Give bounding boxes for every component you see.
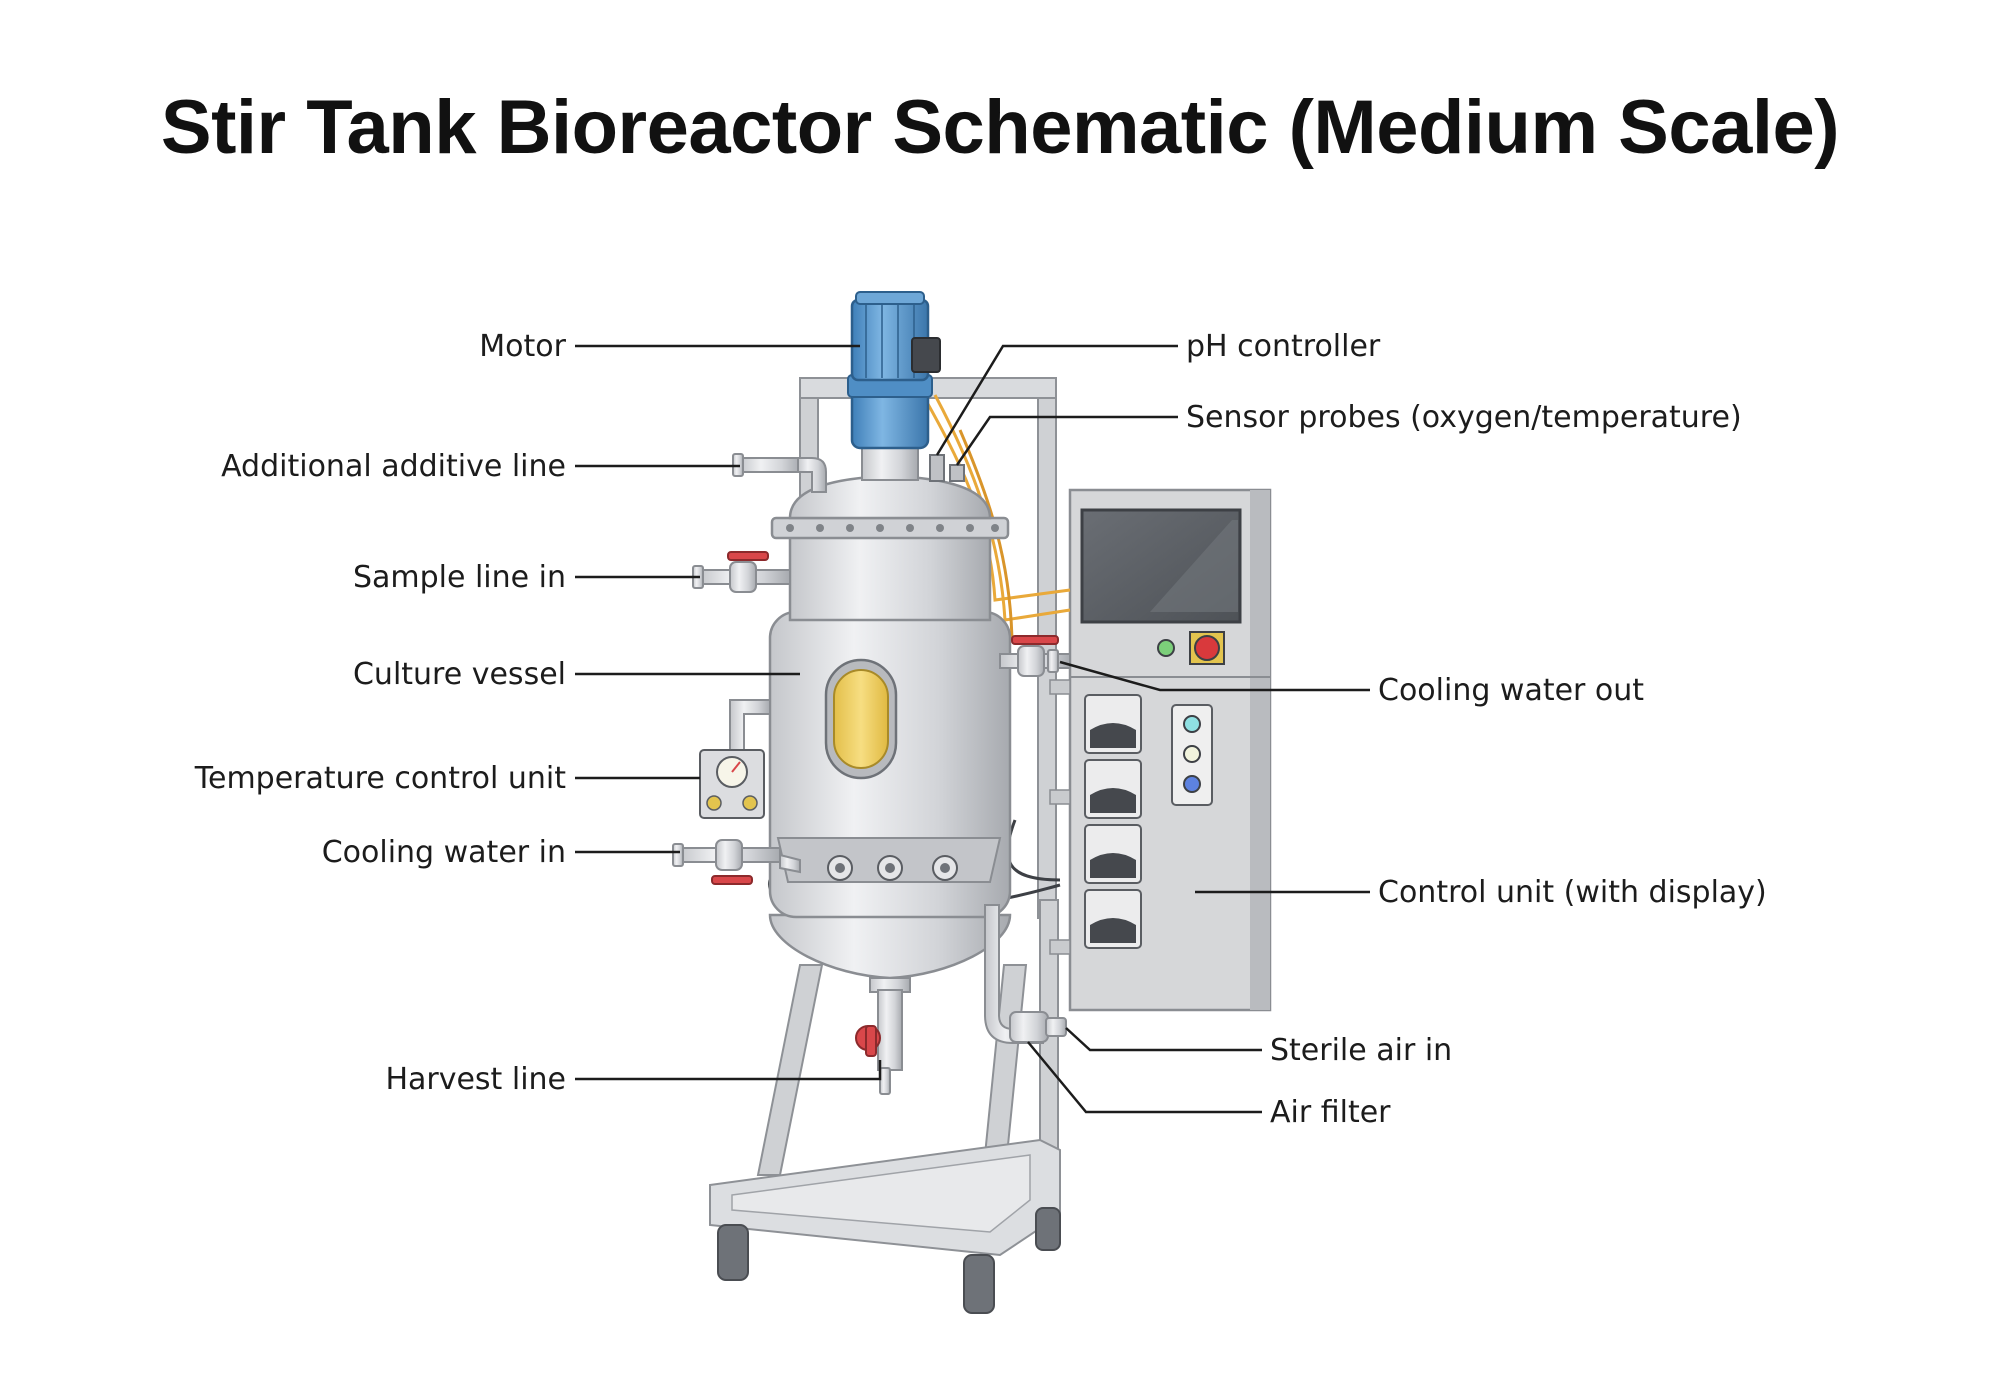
sensor-probes — [929, 454, 965, 482]
leader-lines — [575, 344, 1370, 1114]
labels-left: Motor Additional additive line Sample li… — [194, 329, 567, 1097]
page-title: Stir Tank Bioreactor Schematic (Medium S… — [160, 85, 1840, 170]
label-additive-line: Additional additive line — [221, 449, 566, 484]
label-sterile-air-in: Sterile air in — [1270, 1033, 1452, 1068]
label-sample-line: Sample line in — [353, 560, 566, 595]
label-temperature-control-unit: Temperature control unit — [194, 761, 566, 796]
control-unit — [1049, 488, 1272, 1012]
labels-right: pH controller Sensor probes (oxygen/temp… — [1186, 329, 1767, 1130]
power-indicator-icon — [1157, 639, 1175, 657]
culture-vessel — [768, 474, 1012, 980]
label-control-unit: Control unit (with display) — [1378, 875, 1767, 910]
emergency-stop-icon — [1194, 635, 1220, 661]
valves — [711, 551, 1059, 1057]
label-culture-vessel: Culture vessel — [353, 657, 566, 692]
temperature-control-unit — [699, 749, 765, 819]
label-air-filter: Air filter — [1270, 1095, 1391, 1130]
label-ph-controller: pH controller — [1186, 329, 1381, 364]
label-motor: Motor — [479, 329, 566, 364]
motor — [847, 291, 941, 481]
pipes — [672, 453, 1071, 1095]
label-cooling-water-in: Cooling water in — [322, 835, 566, 870]
viewing-window — [833, 669, 889, 769]
label-cooling-water-out: Cooling water out — [1378, 673, 1644, 708]
label-sensor-probes: Sensor probes (oxygen/temperature) — [1186, 400, 1742, 435]
label-harvest-line: Harvest line — [385, 1062, 566, 1097]
